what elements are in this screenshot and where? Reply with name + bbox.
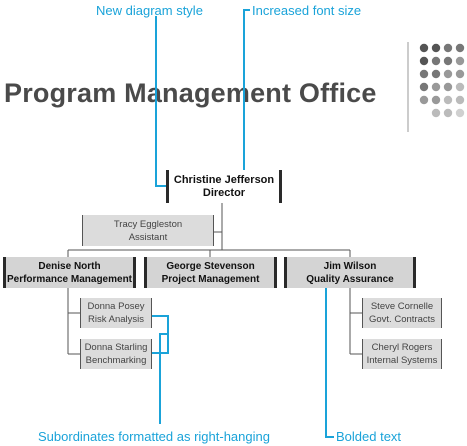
dot-grid-icon bbox=[419, 43, 465, 118]
subordinate-name: Donna Starling bbox=[84, 342, 148, 353]
director-box: Christine Jefferson Director bbox=[166, 170, 282, 203]
decoration-dot bbox=[443, 108, 453, 118]
decoration-dot bbox=[431, 43, 441, 53]
director-role: Director bbox=[202, 186, 246, 199]
callout-new-diagram-style: New diagram style bbox=[96, 3, 203, 18]
manager-box-performance: Denise North Performance Management bbox=[3, 257, 136, 288]
decoration-dot bbox=[419, 95, 429, 105]
subordinate-box-internal-systems: Cheryl Rogers Internal Systems bbox=[362, 339, 442, 369]
decoration-dot bbox=[443, 69, 453, 79]
decoration-dot bbox=[455, 108, 465, 118]
decoration-dot bbox=[443, 43, 453, 53]
decoration-dot bbox=[455, 69, 465, 79]
manager-name: Jim Wilson bbox=[323, 260, 377, 272]
subordinate-box-govt-contracts: Steve Cornelle Govt. Contracts bbox=[362, 298, 442, 328]
decoration-dot bbox=[431, 56, 441, 66]
subordinate-name: Cheryl Rogers bbox=[371, 342, 433, 353]
decoration-dot bbox=[455, 56, 465, 66]
callout-leader-font-size bbox=[243, 9, 250, 180]
decoration-dot bbox=[431, 82, 441, 92]
page-title: Program Management Office bbox=[4, 78, 377, 108]
subordinate-box-benchmarking: Donna Starling Benchmarking bbox=[80, 339, 152, 369]
decoration-dot bbox=[431, 95, 441, 105]
subordinate-role: Govt. Contracts bbox=[369, 314, 435, 325]
callout-subordinates-right-hanging: Subordinates formatted as right-hanging bbox=[38, 429, 270, 444]
callout-leader-bolded bbox=[325, 286, 334, 438]
decoration-dot bbox=[443, 82, 453, 92]
subordinate-role: Benchmarking bbox=[85, 355, 147, 366]
assistant-name: Tracy Eggleston bbox=[113, 218, 183, 230]
assistant-role: Assistant bbox=[128, 231, 168, 243]
decoration-dot bbox=[419, 56, 429, 66]
decoration-dot bbox=[431, 69, 441, 79]
callout-leader-new-style bbox=[155, 16, 166, 187]
manager-name: Denise North bbox=[38, 260, 101, 272]
manager-role: Performance Management bbox=[6, 273, 133, 285]
decoration-dot bbox=[431, 108, 441, 118]
subordinate-role: Risk Analysis bbox=[88, 314, 144, 325]
decoration-dot bbox=[419, 43, 429, 53]
decoration-dot bbox=[455, 43, 465, 53]
manager-role: Project Management bbox=[161, 273, 260, 285]
decoration-dot bbox=[419, 82, 429, 92]
decoration-dot bbox=[443, 95, 453, 105]
manager-role: Quality Assurance bbox=[306, 273, 394, 285]
decoration-dot bbox=[419, 69, 429, 79]
manager-name: George Stevenson bbox=[166, 260, 255, 272]
director-name: Christine Jefferson bbox=[173, 173, 275, 186]
subordinate-box-risk-analysis: Donna Posey Risk Analysis bbox=[80, 298, 152, 328]
decoration-dot bbox=[455, 95, 465, 105]
manager-box-quality: Jim Wilson Quality Assurance bbox=[284, 257, 416, 288]
callout-leader-subordinates bbox=[152, 315, 169, 424]
subordinate-name: Steve Cornelle bbox=[370, 301, 434, 312]
manager-box-project: George Stevenson Project Management bbox=[144, 257, 277, 288]
subordinate-role: Internal Systems bbox=[366, 355, 438, 366]
subordinate-name: Donna Posey bbox=[87, 301, 145, 312]
assistant-box: Tracy Eggleston Assistant bbox=[82, 215, 214, 246]
callout-increased-font-size: Increased font size bbox=[252, 3, 362, 18]
decoration-dot bbox=[443, 56, 453, 66]
decoration-dot bbox=[455, 82, 465, 92]
callout-bolded-text: Bolded text bbox=[336, 429, 402, 444]
